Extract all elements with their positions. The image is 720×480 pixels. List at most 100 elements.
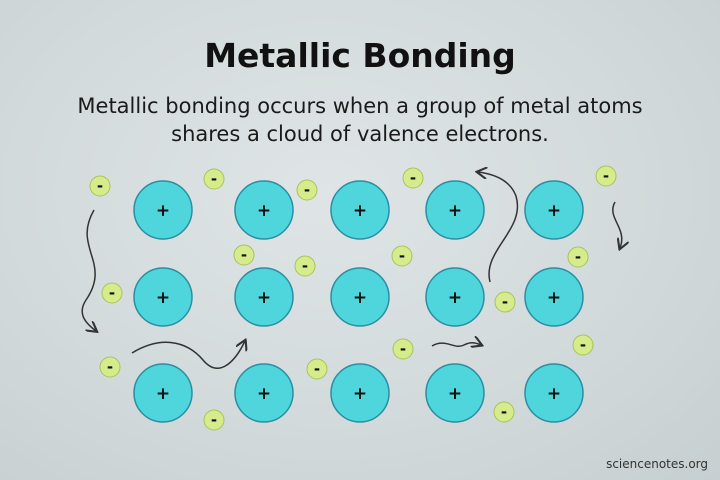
metal-ion-circle — [524, 267, 584, 327]
negative-charge-label: - — [410, 169, 416, 187]
electron: - — [203, 409, 225, 431]
positive-charge-label: + — [257, 201, 271, 221]
metal-ion-circle — [425, 267, 485, 327]
positive-charge-label: + — [547, 288, 561, 308]
positive-charge-label: + — [448, 201, 462, 221]
metal-ion-circle — [234, 267, 294, 327]
electron-circle — [493, 401, 515, 423]
subtitle-line-2: shares a cloud of valence electrons. — [171, 122, 549, 146]
metal-ion: + — [425, 180, 485, 240]
metal-ion-circle — [330, 267, 390, 327]
electron: - — [203, 168, 225, 190]
electron: - — [296, 179, 318, 201]
electron-circle — [294, 255, 316, 277]
electron-circle — [595, 165, 617, 187]
subtitle-line-1: Metallic bonding occurs when a group of … — [77, 94, 643, 118]
negative-charge-label: - — [107, 358, 113, 376]
metal-ion: + — [330, 267, 390, 327]
metal-ion: + — [425, 267, 485, 327]
negative-charge-label: - — [211, 170, 217, 188]
electron-circle — [392, 338, 414, 360]
metal-ion: + — [330, 363, 390, 423]
electron-circle — [233, 244, 255, 266]
electron: - — [493, 401, 515, 423]
electron: - — [391, 245, 413, 267]
electron-motion-arrow — [478, 172, 519, 283]
electron: - — [89, 175, 111, 197]
metal-ion-circle — [133, 180, 193, 240]
positive-charge-label: + — [547, 384, 561, 404]
electron-circle — [99, 356, 121, 378]
metal-ion-circle — [425, 363, 485, 423]
electron: - — [494, 291, 516, 313]
negative-charge-label: - — [314, 360, 320, 378]
metal-ion-circle — [133, 267, 193, 327]
metal-ion-circle — [234, 180, 294, 240]
negative-charge-label: - — [580, 336, 586, 354]
metal-ion-circle — [133, 363, 193, 423]
metal-ion: + — [330, 180, 390, 240]
electron-circle — [203, 409, 225, 431]
electron: - — [595, 165, 617, 187]
electron-circle — [567, 246, 589, 268]
positive-charge-label: + — [156, 288, 170, 308]
positive-charge-label: + — [156, 384, 170, 404]
electron-circle — [203, 168, 225, 190]
negative-charge-label: - — [302, 257, 308, 275]
metal-ion: + — [234, 363, 294, 423]
metal-ion-grid: + + + + + + + + + + + + + + + — [133, 180, 584, 423]
metal-ion-circle — [330, 363, 390, 423]
negative-charge-label: - — [603, 167, 609, 185]
negative-charge-label: - — [399, 247, 405, 265]
electron-circle — [89, 175, 111, 197]
positive-charge-label: + — [448, 288, 462, 308]
negative-charge-label: - — [575, 248, 581, 266]
electron: - — [567, 246, 589, 268]
positive-charge-label: + — [353, 384, 367, 404]
source-credit: sciencenotes.org — [606, 457, 708, 471]
electron: - — [392, 338, 414, 360]
positive-charge-label: + — [257, 288, 271, 308]
electron: - — [99, 356, 121, 378]
metal-ion-circle — [234, 363, 294, 423]
positive-charge-label: + — [257, 384, 271, 404]
positive-charge-label: + — [156, 201, 170, 221]
electron-circle — [391, 245, 413, 267]
negative-charge-label: - — [502, 293, 508, 311]
electron-motion-arrow — [431, 343, 481, 347]
electron: - — [402, 167, 424, 189]
metal-ion: + — [425, 363, 485, 423]
page-title: Metallic Bonding — [204, 36, 516, 75]
metal-ion: + — [133, 180, 193, 240]
metal-ion: + — [133, 363, 193, 423]
electron-circle — [101, 282, 123, 304]
metal-ion: + — [234, 180, 294, 240]
electron-circle — [296, 179, 318, 201]
electron-circle — [572, 334, 594, 356]
metal-ion-circle — [524, 363, 584, 423]
electron-circle — [494, 291, 516, 313]
metal-ion: + — [524, 267, 584, 327]
metal-ion: + — [133, 267, 193, 327]
metal-ion-circle — [330, 180, 390, 240]
negative-charge-label: - — [400, 340, 406, 358]
electron-motion-arrow — [612, 201, 622, 248]
positive-charge-label: + — [353, 201, 367, 221]
electron-circle — [306, 358, 328, 380]
negative-charge-label: - — [304, 181, 310, 199]
electron-motion-arrow — [81, 209, 96, 331]
positive-charge-label: + — [353, 288, 367, 308]
electron-motion-arrows — [81, 172, 622, 369]
negative-charge-label: - — [241, 246, 247, 264]
metal-ion: + — [234, 267, 294, 327]
metal-ion: + — [524, 180, 584, 240]
negative-charge-label: - — [109, 284, 115, 302]
electron: - — [572, 334, 594, 356]
electron: - — [101, 282, 123, 304]
electron-motion-arrow — [131, 341, 245, 369]
free-electron-cloud: - - - - - - - - - - - - - - - - - — [89, 165, 617, 431]
negative-charge-label: - — [97, 177, 103, 195]
metal-ion: + — [524, 363, 584, 423]
